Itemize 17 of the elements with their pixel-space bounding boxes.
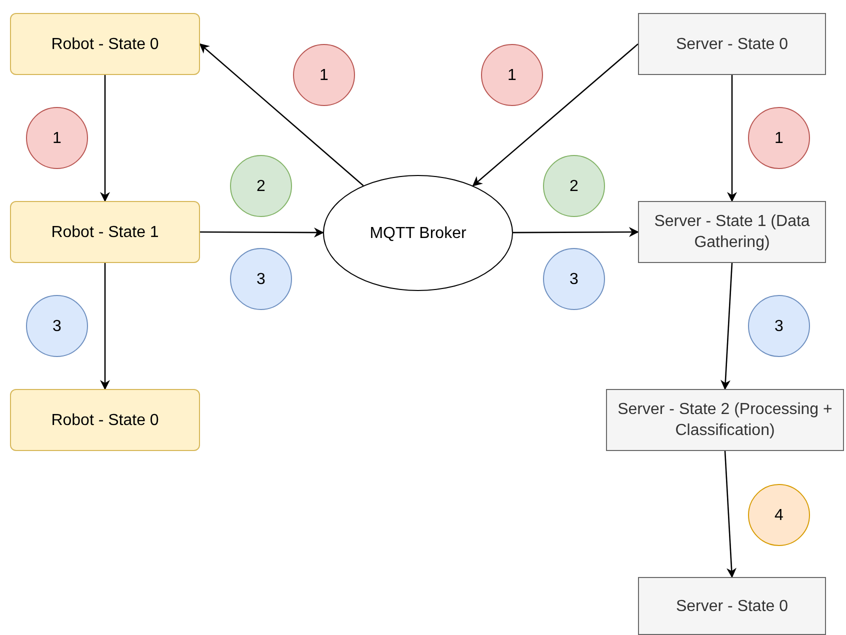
arrow [724, 450, 736, 578]
state-box: Robot - State 0 [10, 389, 200, 451]
state-box: Robot - State 1 [10, 201, 200, 263]
arrow [100, 263, 110, 390]
state-box: Server - State 0 [638, 13, 826, 75]
arrow [200, 228, 324, 238]
state-box: Server - State 0 [638, 577, 826, 635]
arrow [199, 43, 364, 186]
arrow [727, 75, 737, 202]
arrow [100, 75, 110, 202]
arrow [472, 44, 638, 186]
broker-ellipse: MQTT Broker [323, 175, 513, 291]
state-box: Server - State 2 (Processing + Classification) [606, 389, 844, 451]
arrow [720, 262, 733, 390]
arrow [513, 227, 639, 238]
state-box: Server - State 1 (Data Gathering) [638, 201, 826, 263]
state-box: Robot - State 0 [10, 13, 200, 75]
